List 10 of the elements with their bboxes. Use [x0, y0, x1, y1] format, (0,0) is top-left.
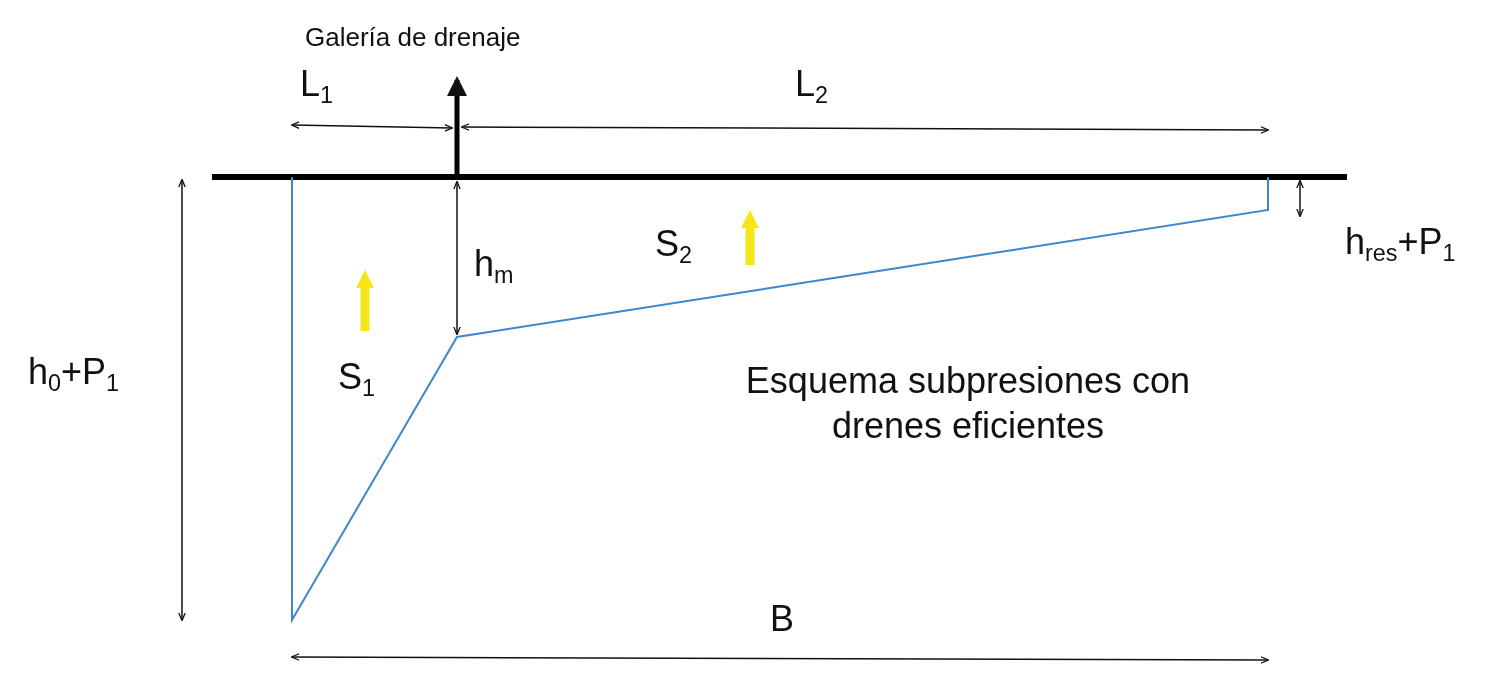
dimension-label: L$_{1}$: [300, 62, 334, 106]
section-label: S$_{1}$: [338, 355, 376, 399]
dimension-label: B: [770, 597, 794, 641]
dimension-label: L$_{2}$: [795, 62, 829, 106]
callout-label: Galería de drenaje: [305, 22, 521, 54]
diagram-description: Esquema subpresiones con drenes eficientes: [744, 359, 1192, 448]
dimension-label: h$_{res}$+P$_{1}$: [1345, 220, 1456, 264]
dimension-label: h$_{0}$+P$_{1}$: [28, 350, 120, 394]
section-label: S$_{2}$: [655, 222, 693, 266]
dimension-label: h$_{m}$: [474, 242, 514, 286]
